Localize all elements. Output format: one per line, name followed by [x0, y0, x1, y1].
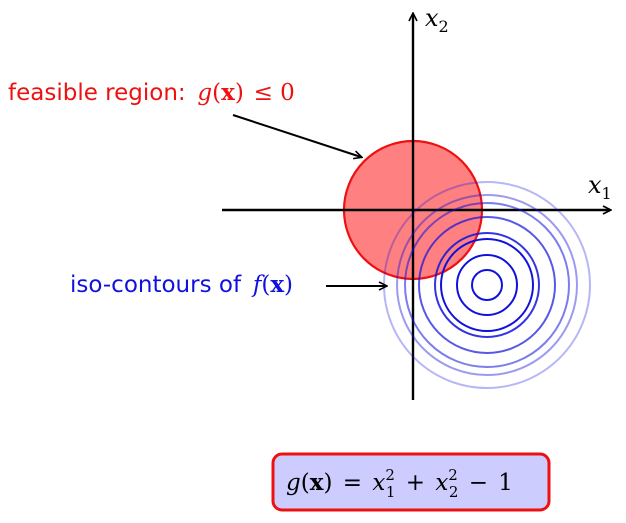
x1-axis-label: x1	[588, 171, 612, 203]
formula-box	[271, 452, 551, 512]
iso-contour-ring	[440, 238, 534, 332]
iso-contour-ring	[434, 232, 540, 338]
iso-contour-ring	[404, 202, 570, 368]
iso-contour-ring	[471, 269, 503, 301]
feasible-region-arrow	[232, 114, 361, 157]
x2-axis-label: x2	[425, 4, 449, 36]
iso-contours-label: iso-contours of f(x)	[70, 271, 293, 298]
iso-contour-ring	[396, 194, 578, 376]
iso-contour-ring	[456, 254, 518, 316]
iso-contour-ring	[418, 216, 556, 354]
feasible-region-label: feasible region: g(x) ≤ 0	[8, 79, 295, 106]
iso-contours-group	[383, 181, 591, 389]
